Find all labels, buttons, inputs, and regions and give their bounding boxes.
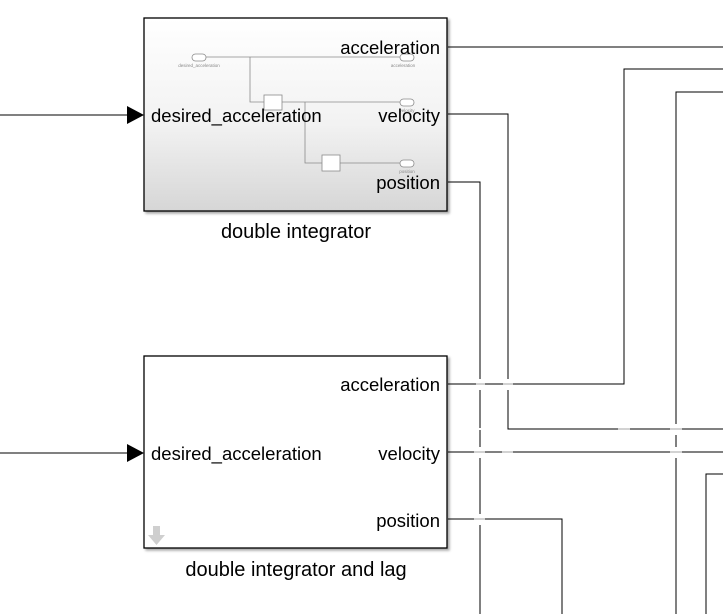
preview-inport — [191, 53, 207, 62]
block-double-integrator[interactable]: desired_acceleration acceleration veloci… — [127, 17, 448, 243]
preview-outport-1-label: acceleration — [391, 63, 416, 68]
wire-b2-position[interactable] — [448, 518, 563, 614]
block-name[interactable]: double integrator and lag — [185, 559, 406, 581]
preview-outport-1 — [399, 53, 415, 62]
block-double-integrator-and-lag[interactable]: desired_acceleration acceleration veloci… — [127, 355, 448, 581]
preview-outport-3-label: position — [399, 169, 415, 174]
preview-inport-label: desired_acceleration — [178, 63, 220, 68]
wire-b1-position[interactable] — [448, 181, 481, 614]
wire-crossings — [470, 379, 682, 525]
block-body[interactable] — [143, 17, 448, 212]
input-port-label: desired_acceleration — [151, 105, 322, 127]
output-port-label-velocity: velocity — [378, 443, 440, 464]
preview-outport-3 — [399, 159, 415, 168]
subsystem-preview: desired_acceleration acceleration veloci… — [178, 53, 416, 174]
wire-right-2[interactable] — [705, 473, 723, 614]
triangle-arrow-icon[interactable] — [127, 106, 144, 124]
wire-b2-acceleration[interactable] — [448, 68, 723, 385]
preview-integrator-2 — [321, 154, 341, 172]
output-port-label-position: position — [376, 172, 440, 193]
signal-lines — [0, 46, 723, 614]
wire-b1-velocity[interactable] — [448, 113, 723, 430]
preview-outport-2-label: velocity — [399, 108, 415, 113]
wire-right-1[interactable] — [675, 91, 723, 614]
output-port-label-acceleration: acceleration — [340, 374, 440, 395]
output-port-label-velocity: velocity — [378, 105, 440, 126]
triangle-arrow-icon[interactable] — [127, 444, 144, 462]
output-port-label-acceleration: acceleration — [340, 37, 440, 58]
input-port-label: desired_acceleration — [151, 443, 322, 465]
down-arrow-icon[interactable] — [148, 526, 165, 545]
output-port-label-position: position — [376, 510, 440, 531]
block-body[interactable] — [143, 355, 448, 549]
preview-integrator-1 — [263, 94, 283, 111]
preview-outport-2 — [399, 98, 415, 107]
block-name[interactable]: double integrator — [221, 221, 371, 243]
